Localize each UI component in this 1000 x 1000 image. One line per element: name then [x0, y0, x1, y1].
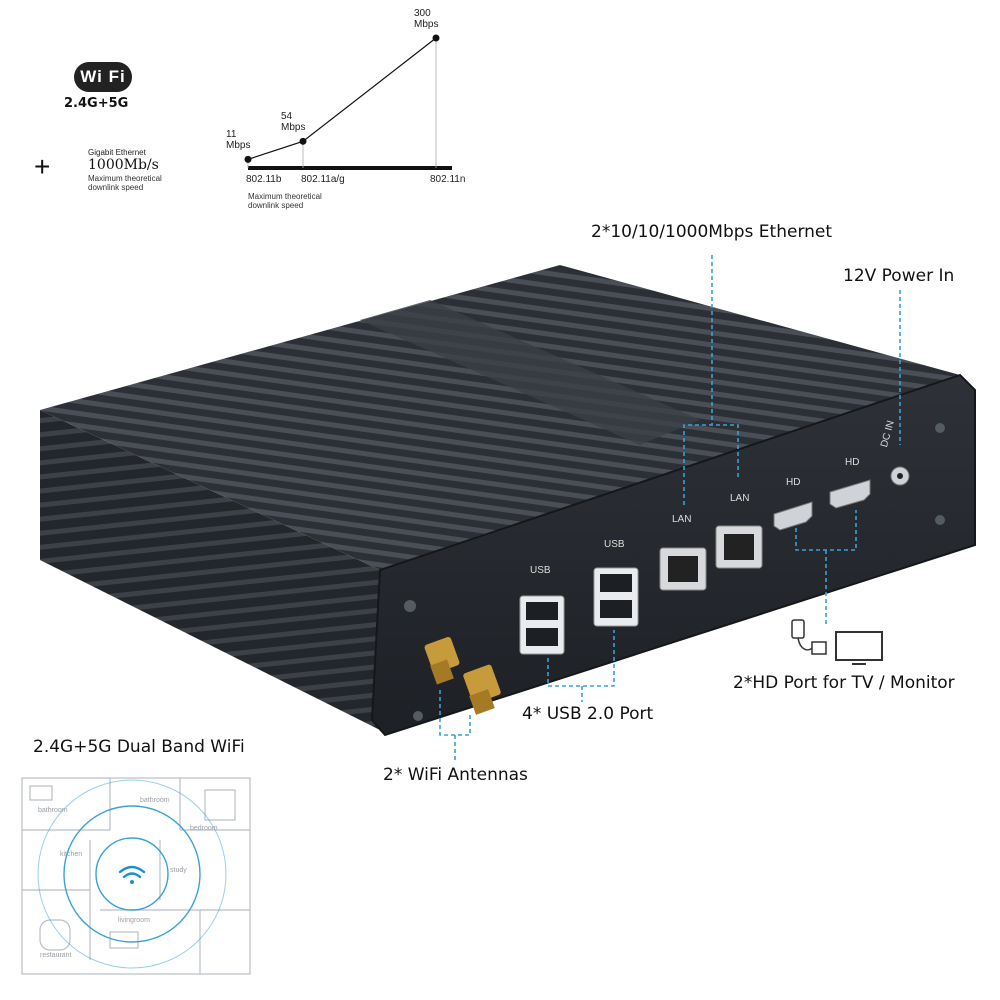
wifi-logo: Wi Fi	[74, 62, 132, 92]
chart-tick-label: 802.11n	[430, 174, 466, 185]
top-heatsink	[40, 265, 960, 570]
plus-sign: +	[34, 151, 51, 182]
chart-point	[432, 34, 440, 42]
screw-icon	[935, 423, 945, 433]
hd-label-1: HD	[786, 477, 801, 488]
side-heatsink	[40, 410, 380, 730]
hd-label-2: HD	[845, 457, 860, 468]
chart-point	[299, 137, 307, 145]
floorplan-heading: 2.4G+5G Dual Band WiFi	[33, 737, 245, 757]
wifi-logo-text: Wi Fi	[80, 67, 126, 86]
callout-power: 12V Power In	[843, 266, 955, 286]
ethernet-spec-caption: Maximum theoretical downlink speed	[88, 174, 162, 192]
antenna-connector-icon	[424, 636, 460, 685]
screw-icon	[935, 515, 945, 525]
lan-port-icon	[715, 525, 763, 569]
chart-point	[244, 155, 252, 163]
room-label: study	[170, 867, 187, 874]
monitor-icon	[835, 631, 883, 661]
chart-series-line	[247, 37, 437, 160]
hdmi-port-icon	[773, 501, 813, 531]
usb-port-icon	[593, 567, 639, 627]
wifi-signal-icon	[118, 865, 146, 884]
lan-port-icon	[659, 547, 707, 591]
room-label: restaurant	[40, 952, 72, 959]
room-label: kitchen	[60, 851, 83, 858]
usb-port-icon	[519, 595, 565, 655]
lan-label-2: LAN	[730, 493, 750, 504]
ethernet-spec-speed: 1000Mb/s	[88, 157, 159, 173]
callout-ethernet: 2*10/10/1000Mbps Ethernet	[591, 222, 833, 242]
ethernet-spec-title: Gigabit Ethernet	[88, 148, 146, 157]
usb-label-1: USB	[530, 565, 551, 576]
callout-hdmi: 2*HD Port for TV / Monitor	[733, 673, 955, 693]
screw-icon	[404, 600, 416, 612]
hdmi-plug-icon	[791, 619, 805, 639]
dc-in-label: DC IN	[879, 419, 897, 449]
screw-icon	[413, 711, 423, 721]
room-label: bathroom	[38, 807, 68, 814]
chart-tick-label: 802.11b	[246, 174, 282, 185]
hdmi-port-icon	[829, 479, 871, 509]
wifi-bands-label: 2.4G+5G	[64, 96, 129, 111]
room-label: livingroom	[118, 917, 150, 924]
chart-x-axis-label: Maximum theoretical downlink speed	[248, 192, 322, 210]
room-label: bedroom	[190, 825, 218, 832]
lan-label-1: LAN	[672, 514, 692, 525]
callout-usb: 4* USB 2.0 Port	[522, 704, 654, 724]
usb-label-2: USB	[604, 539, 625, 550]
dc-jack-icon	[890, 466, 910, 486]
chart-tick-label: 802.11a/g	[301, 174, 345, 185]
callout-antennas: 2* WiFi Antennas	[383, 765, 528, 785]
antenna-connector-icon	[463, 664, 501, 715]
room-label: bathroom	[140, 797, 170, 804]
